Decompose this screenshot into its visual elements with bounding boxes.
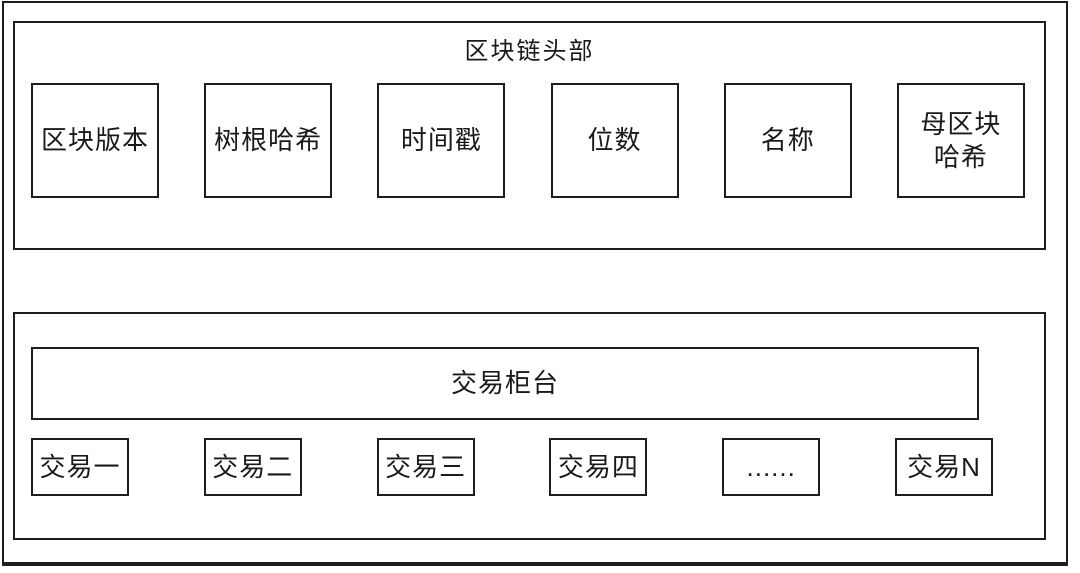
transaction-label-1: 交易一 bbox=[39, 451, 121, 482]
transaction-counter-box: 交易柜台 bbox=[31, 347, 979, 420]
diagram-outer-border bbox=[2, 1, 1068, 566]
transaction-label-ellipsis: ...... bbox=[746, 451, 796, 482]
transaction-box-ellipsis: ...... bbox=[722, 438, 821, 496]
field-label-bits: 位数 bbox=[587, 125, 642, 156]
field-label-parent-block-hash: 母区块 哈希 bbox=[920, 109, 1002, 172]
field-label-timestamp: 时间戳 bbox=[400, 125, 482, 156]
transactions-row: 交易一 交易二 交易三 交易四 ...... 交易N bbox=[15, 438, 1044, 496]
field-label-block-version: 区块版本 bbox=[40, 125, 149, 156]
transaction-box-n: 交易N bbox=[894, 438, 993, 496]
field-box-name: 名称 bbox=[723, 83, 852, 198]
transaction-box-3: 交易三 bbox=[376, 438, 475, 496]
transaction-box-1: 交易一 bbox=[31, 438, 129, 496]
transaction-label-4: 交易四 bbox=[557, 451, 639, 482]
field-box-parent-block-hash: 母区块 哈希 bbox=[896, 83, 1025, 198]
field-label-root-hash: 树根哈希 bbox=[214, 125, 323, 156]
transaction-box-4: 交易四 bbox=[549, 438, 648, 496]
block-header-title: 区块链头部 bbox=[464, 38, 595, 65]
transaction-box-2: 交易二 bbox=[203, 438, 302, 496]
transaction-label-2: 交易二 bbox=[212, 451, 294, 482]
field-box-root-hash: 树根哈希 bbox=[204, 83, 333, 198]
transaction-label-n: 交易N bbox=[907, 451, 981, 482]
field-box-block-version: 区块版本 bbox=[31, 83, 159, 198]
transaction-section: 交易柜台 交易一 交易二 交易三 交易四 ...... 交易N bbox=[13, 312, 1046, 540]
block-header-section: 区块链头部 区块版本 树根哈希 时间戳 位数 名称 母区块 哈希 bbox=[13, 21, 1046, 250]
field-label-name: 名称 bbox=[760, 125, 815, 156]
field-box-bits: 位数 bbox=[550, 83, 679, 198]
block-header-fields-row: 区块版本 树根哈希 时间戳 位数 名称 母区块 哈希 bbox=[15, 83, 1044, 198]
transaction-counter-label: 交易柜台 bbox=[450, 368, 559, 399]
field-box-timestamp: 时间戳 bbox=[377, 83, 506, 198]
transaction-label-3: 交易三 bbox=[385, 451, 467, 482]
